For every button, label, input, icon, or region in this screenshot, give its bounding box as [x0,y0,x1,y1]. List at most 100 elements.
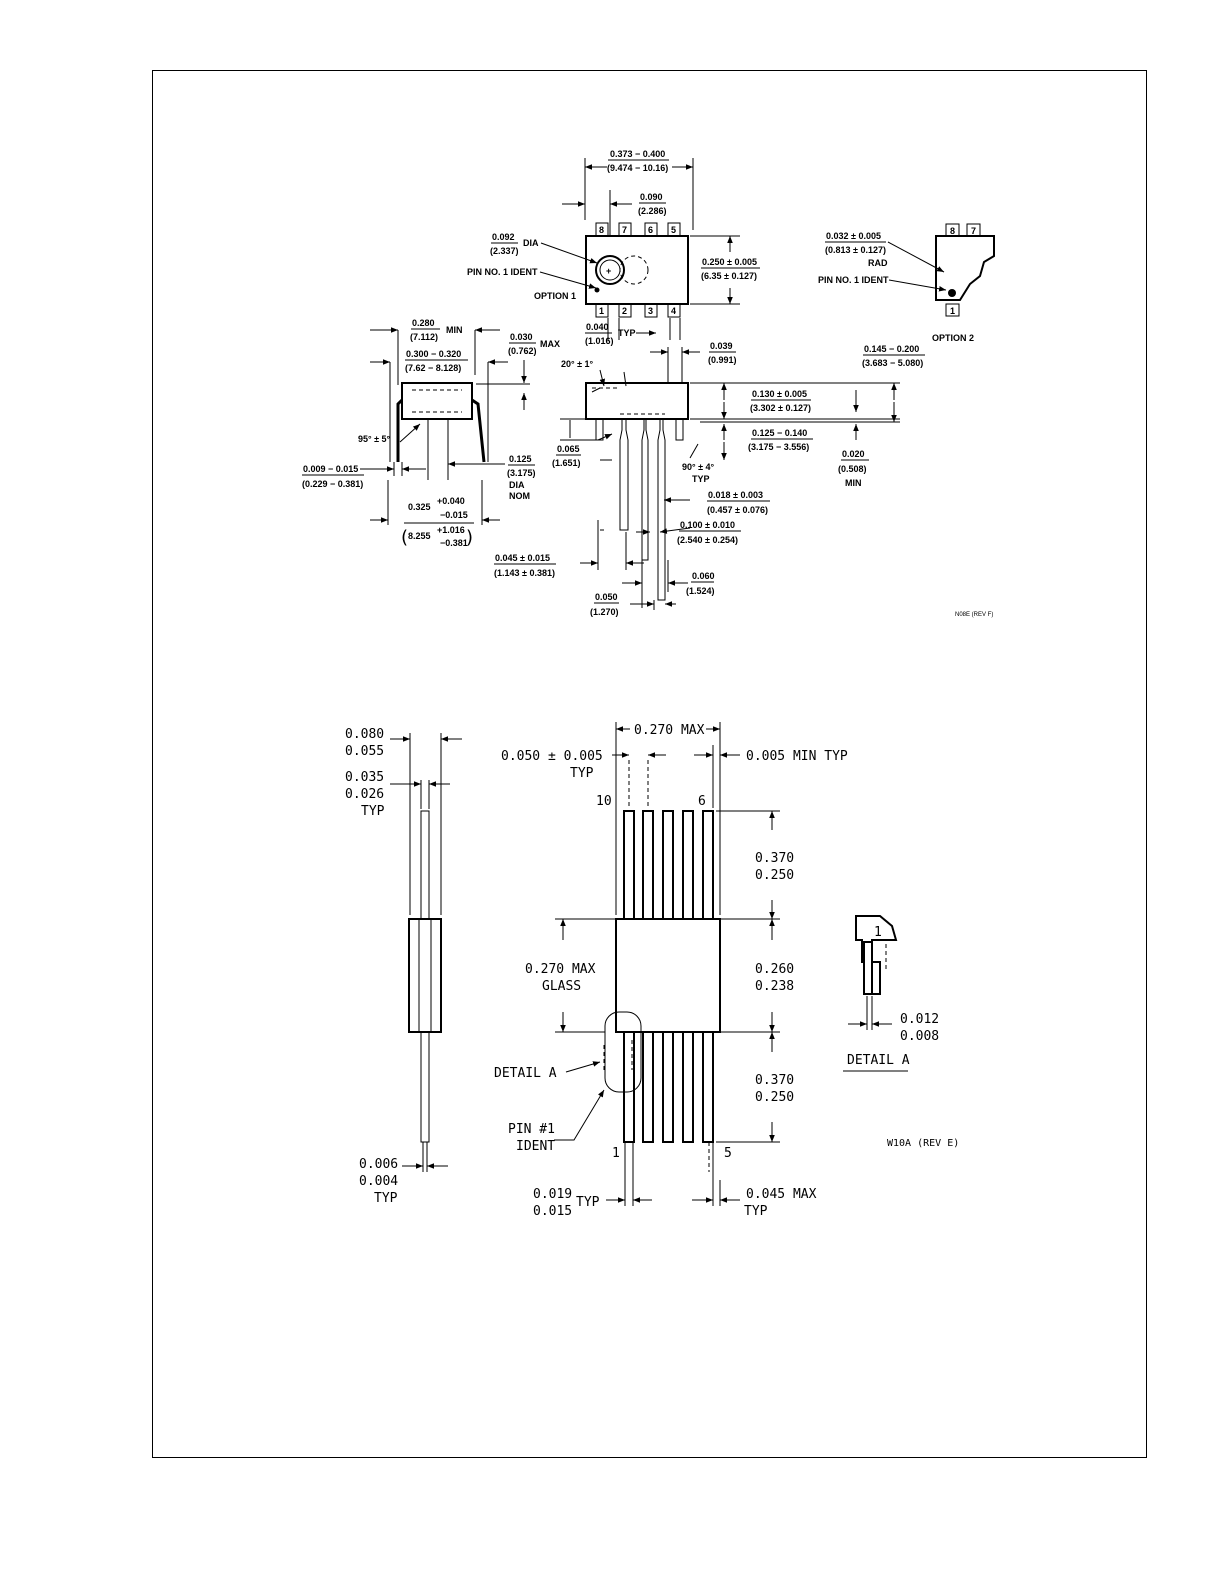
svg-text:8: 8 [599,225,604,235]
svg-text:0.280: 0.280 [412,318,435,328]
svg-text:DIA: DIA [509,480,525,490]
svg-text:(1.270): (1.270) [590,607,619,617]
svg-text:0.035: 0.035 [345,770,384,785]
svg-text:90° ± 4°: 90° ± 4° [682,462,715,472]
svg-text:0.026: 0.026 [345,787,384,802]
svg-text:+1.016: +1.016 [437,525,465,535]
svg-text:PIN NO. 1 IDENT: PIN NO. 1 IDENT [818,275,889,285]
svg-text:(0.508): (0.508) [838,464,867,474]
svg-text:0.130 ± 0.005: 0.130 ± 0.005 [752,389,807,399]
svg-text:(7.62 − 8.128): (7.62 − 8.128) [405,363,461,373]
svg-text:(7.112): (7.112) [410,332,438,342]
n08e-top-pins: 8 7 6 5 1 2 3 4 [595,222,681,318]
svg-text:0.080: 0.080 [345,727,384,742]
w10a-detail-a: 1 0.012 0.008 DETAIL A [843,915,939,1072]
svg-text:6: 6 [698,794,706,809]
svg-text:(3.175 − 3.556): (3.175 − 3.556) [748,442,809,452]
svg-text:−0.381: −0.381 [440,538,468,548]
svg-text:95° ± 5°: 95° ± 5° [358,434,391,444]
n08e-option2: 8 7 1 0.032 ± 0.005 (0.813 ± 0.127) RAD … [818,223,995,343]
svg-text:(0.762): (0.762) [508,346,537,356]
svg-text:4: 4 [671,306,676,316]
svg-text:0.065: 0.065 [557,444,580,454]
svg-text:(3.683 − 5.080): (3.683 − 5.080) [862,358,923,368]
svg-text:0.039: 0.039 [710,341,733,351]
svg-text:(9.474 − 10.16): (9.474 − 10.16) [607,163,668,173]
svg-text:(2.337): (2.337) [490,246,519,256]
svg-text:7: 7 [971,226,976,236]
svg-text:(6.35 ± 0.127): (6.35 ± 0.127) [701,271,757,281]
svg-text:(0.991): (0.991) [708,355,737,365]
svg-text:0.050: 0.050 [595,592,618,602]
svg-text:TYP: TYP [361,804,385,819]
svg-text:8.255: 8.255 [408,531,431,541]
svg-text:2: 2 [622,306,627,316]
n08e-end-view: 0.280 (7.112) MIN 0.300 − 0.320 (7.62 − … [302,318,560,548]
svg-text:−0.015: −0.015 [440,510,468,520]
svg-text:0.012: 0.012 [900,1012,939,1027]
n08e-rev-label: N08E (REV F) [955,612,993,618]
svg-text:0.092: 0.092 [492,232,515,242]
svg-text:): ) [466,527,473,548]
svg-text:OPTION 1: OPTION 1 [534,291,576,301]
svg-text:0.032 ± 0.005: 0.032 ± 0.005 [826,231,881,241]
svg-text:PIN #1: PIN #1 [508,1122,555,1137]
svg-text:(0.229 − 0.381): (0.229 − 0.381) [302,479,363,489]
svg-text:(1.524): (1.524) [686,586,715,596]
w10a-side-view: 0.080 0.055 0.035 0.026 TYP 0.006 0.004 … [345,727,462,1206]
svg-text:IDENT: IDENT [516,1139,555,1154]
svg-text:1: 1 [874,925,882,940]
svg-text:0.373 − 0.400: 0.373 − 0.400 [610,149,665,159]
svg-text:(0.813 ± 0.127): (0.813 ± 0.127) [825,245,886,255]
svg-text:8: 8 [950,226,955,236]
svg-text:0.325: 0.325 [408,502,431,512]
svg-text:0.300 − 0.320: 0.300 − 0.320 [406,349,461,359]
svg-text:0.009 − 0.015: 0.009 − 0.015 [303,464,358,474]
svg-text:0.370: 0.370 [755,1073,794,1088]
w10a-top-leads [623,810,714,920]
svg-text:0.040: 0.040 [586,322,609,332]
svg-text:3: 3 [648,306,653,316]
svg-text:1: 1 [599,306,604,316]
svg-text:(: ( [401,527,408,548]
n08e-top-view: 0.373 − 0.400 (9.474 − 10.16) 0.090 (2.2… [467,149,760,346]
svg-text:0.250: 0.250 [755,868,794,883]
svg-text:(1.651): (1.651) [552,458,581,468]
svg-text:TYP: TYP [374,1191,398,1206]
svg-text:MIN: MIN [845,478,862,488]
svg-text:(3.302 ± 0.127): (3.302 ± 0.127) [750,403,811,413]
svg-text:0.090: 0.090 [640,192,663,202]
svg-text:0.145 − 0.200: 0.145 − 0.200 [864,344,919,354]
svg-text:0.050 ± 0.005: 0.050 ± 0.005 [501,749,603,764]
svg-text:0.018 ± 0.003: 0.018 ± 0.003 [708,490,763,500]
svg-text:7: 7 [622,225,627,235]
svg-text:TYP: TYP [576,1195,600,1210]
svg-text:0.270 MAX: 0.270 MAX [525,962,596,977]
svg-text:0.100 ± 0.010: 0.100 ± 0.010 [680,520,735,530]
svg-text:0.125 − 0.140: 0.125 − 0.140 [752,428,807,438]
svg-text:0.015: 0.015 [533,1204,572,1219]
svg-text:0.060: 0.060 [692,571,715,581]
svg-text:DIA: DIA [523,238,539,248]
svg-text:0.030: 0.030 [510,332,533,342]
w10a-rev-label: W10A (REV E) [887,1138,959,1149]
svg-text:0.045 MAX: 0.045 MAX [746,1187,817,1202]
svg-text:+: + [606,266,611,276]
w10a-bottom-leads [623,1031,714,1143]
svg-text:(0.457 ± 0.076): (0.457 ± 0.076) [707,505,768,515]
svg-text:0.270 MAX: 0.270 MAX [634,723,705,738]
svg-text:TYP: TYP [570,766,594,781]
svg-text:RAD: RAD [868,258,888,268]
svg-text:1: 1 [612,1146,620,1161]
svg-text:10: 10 [596,794,612,809]
svg-text:(2.540 ± 0.254): (2.540 ± 0.254) [677,535,738,545]
svg-text:+0.040: +0.040 [437,496,465,506]
svg-text:0.020: 0.020 [842,449,865,459]
svg-text:5: 5 [671,225,676,235]
svg-text:MIN: MIN [446,325,463,335]
svg-text:(1.143 ± 0.381): (1.143 ± 0.381) [494,568,555,578]
svg-text:TYP: TYP [692,474,710,484]
svg-text:0.250: 0.250 [755,1090,794,1105]
w10a-top-view: 0.270 MAX 0.050 ± 0.005 TYP 0.005 MIN TY… [494,722,848,1219]
